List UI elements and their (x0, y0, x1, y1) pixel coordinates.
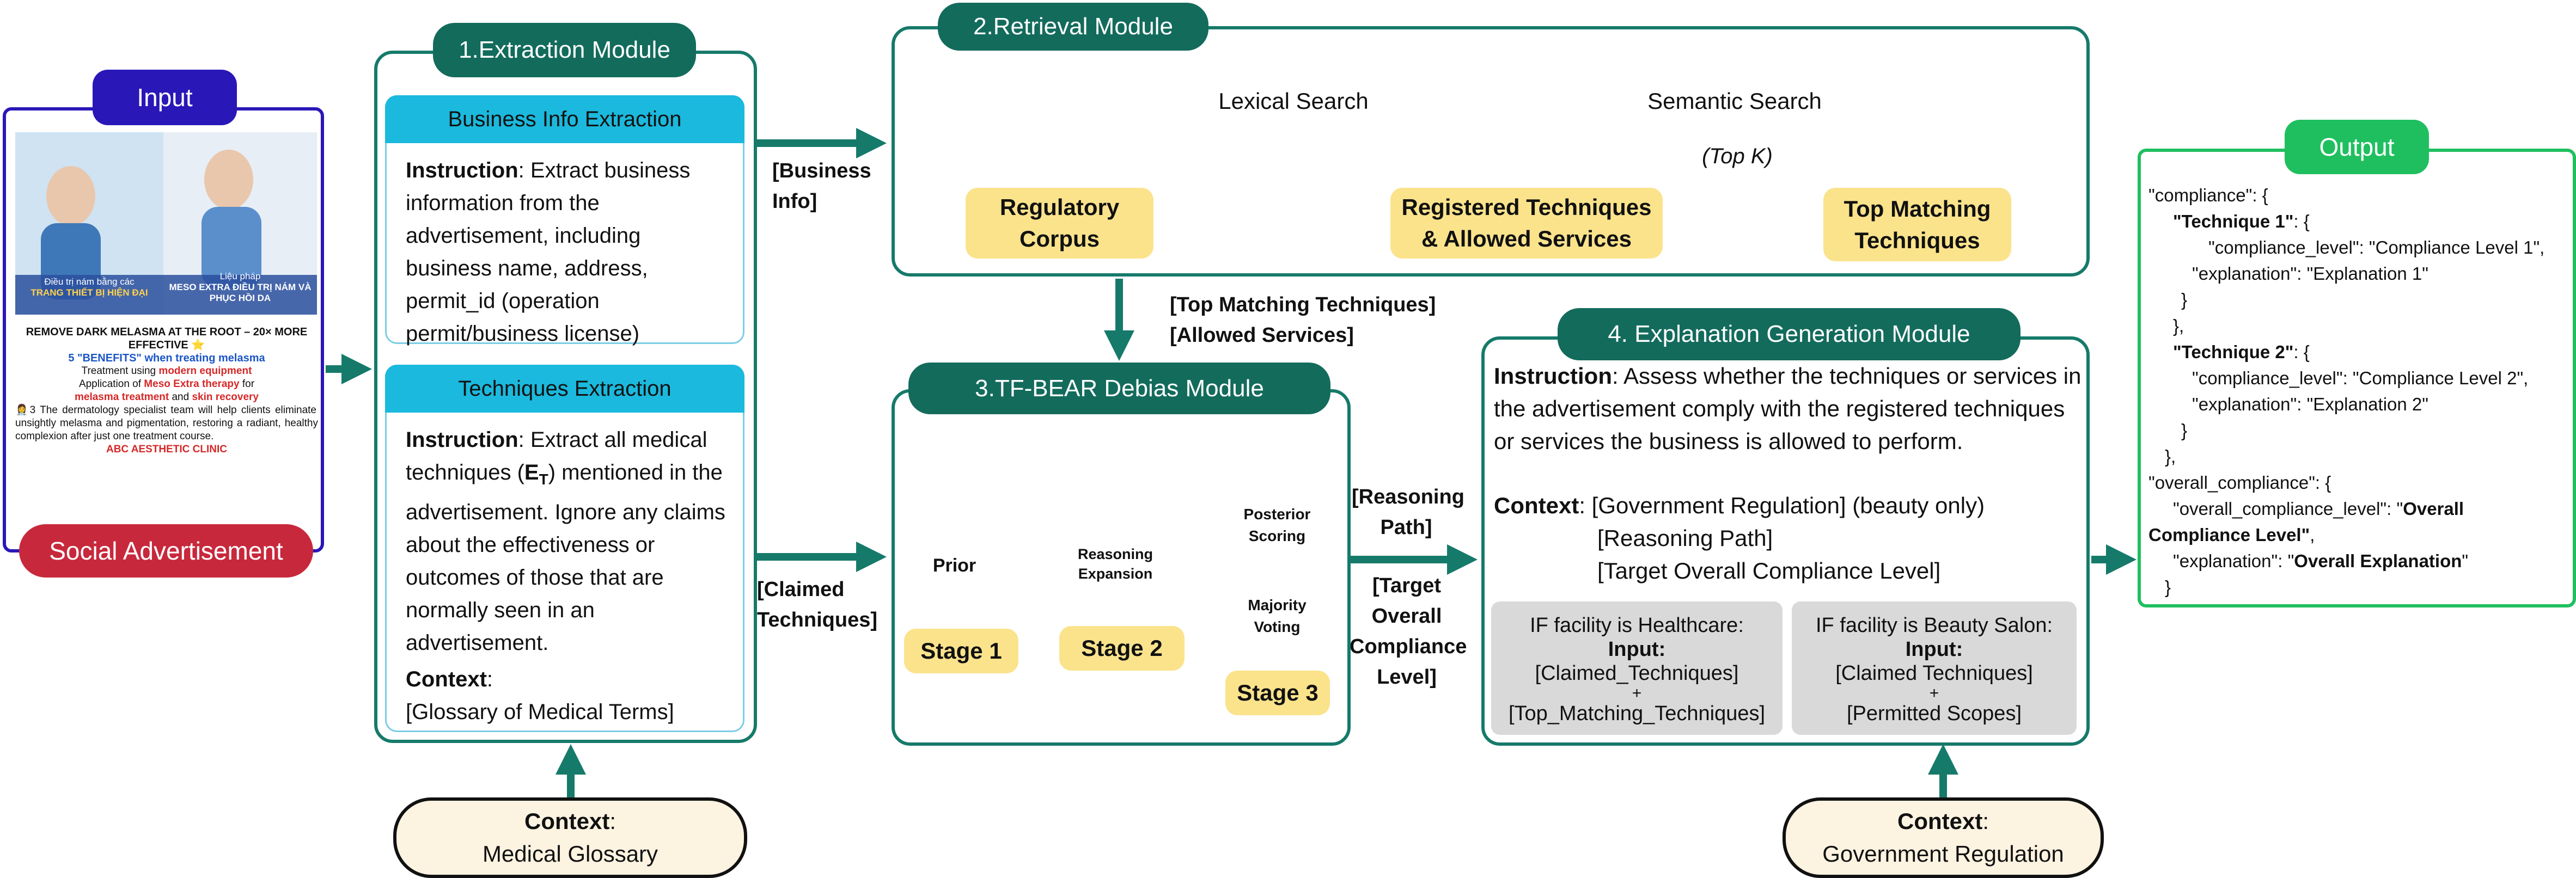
registered-techniques: Registered Techniques & Allowed Services (1390, 188, 1663, 259)
explanation-module-title: 4. Explanation Generation Module (1558, 308, 2020, 360)
healthcare-input-box: IF facility is Healthcare: Input: [Claim… (1491, 601, 1783, 735)
regulatory-corpus: Regulatory Corpus (966, 188, 1153, 259)
ad-meso: Application of Meso Extra therapy for (78, 378, 255, 390)
explanation-instruction: Instruction: Assess whether the techniqu… (1494, 363, 2081, 454)
label-reasoning-path: [Reasoning Path] (1352, 486, 1464, 539)
explanation-context: Context: [Government Regulation] (beauty… (1494, 493, 1985, 584)
stage3-label: Stage 3 (1225, 671, 1330, 715)
stage1-label: Stage 1 (904, 629, 1018, 673)
stage2-label: Stage 2 (1059, 626, 1185, 671)
cube-reasoning-label: Reasoning Expansion (1077, 546, 1153, 582)
ad-text: REMOVE DARK MELASMA AT THE ROOT – 20× MO… (15, 326, 318, 456)
techniques-context: Context: [Glossary of Medical Terms] (406, 667, 674, 724)
ad-body: 👩‍⚕️3 The dermatology specialist team wi… (15, 404, 318, 442)
ad-caption-right: Liệu pháp MESO EXTRA ĐIỀU TRỊ NÁM VÀ PHỤ… (169, 271, 312, 303)
ad-headline: REMOVE DARK MELASMA AT THE ROOT – 20× MO… (26, 326, 308, 351)
techniques-card (385, 365, 744, 732)
label-target-compliance: [Target Overall Compliance Level] (1350, 574, 1467, 689)
k-badge-text: K (1940, 67, 1959, 95)
label-claimed-techniques: [Claimed Techniques] (757, 578, 877, 631)
medical-glossary-context: Context: Medical Glossary (393, 797, 747, 878)
lexical-search-label: Lexical Search (1218, 88, 1369, 114)
government-regulation-context: Context: Government Regulation (1783, 797, 2104, 878)
techniques-instruction: Instruction: Extract all medical techniq… (406, 428, 725, 655)
ad-treatment: Treatment using modern equipment (81, 365, 252, 377)
ad-clinic: ABC AESTHETIC CLINIC (106, 444, 228, 455)
label-business-info: [Business Info] (772, 159, 871, 213)
cube-posterior-label: Posterior Scoring (1243, 506, 1311, 544)
debias-module-title: 3.TF-BEAR Debias Module (908, 363, 1330, 414)
extraction-module-title: 1.Extraction Module (433, 23, 696, 77)
topk-label: (Top K) (1702, 144, 1773, 168)
ad-benefits: 5 "BENEFITS" when treating melasma (68, 352, 265, 364)
top-matching-techniques: Top Matching Techniques (1823, 188, 2011, 261)
business-info-header: Business Info Extraction (385, 95, 744, 143)
label-top-matching: [Top Matching Techniques] [Allowed Servi… (1170, 293, 1436, 347)
techniques-header: Techniques Extraction (385, 365, 744, 413)
ad-melasma: melasma treatment and skin recovery (75, 391, 259, 403)
retrieval-module-title: 2.Retrieval Module (938, 3, 1208, 51)
beauty-input-box: IF facility is Beauty Salon: Input: [Cla… (1792, 601, 2077, 735)
semantic-search-label: Semantic Search (1647, 88, 1822, 114)
output-title: Output (2285, 120, 2429, 174)
ad-photos (15, 132, 317, 315)
output-json: "compliance": { "Technique 1": { "compli… (2148, 185, 2545, 597)
ad-caption-left: Điều trị nám bằng các TRANG THIẾT BỊ HIỆ… (30, 277, 148, 298)
business-info-instruction: Instruction: Extract business informatio… (406, 158, 691, 346)
cube-majority-label: Majority Voting (1248, 597, 1307, 635)
input-title: Input (93, 70, 237, 125)
cube-prior-label: Prior (932, 555, 976, 576)
social-advertisement-label: Social Advertisement (19, 524, 313, 578)
